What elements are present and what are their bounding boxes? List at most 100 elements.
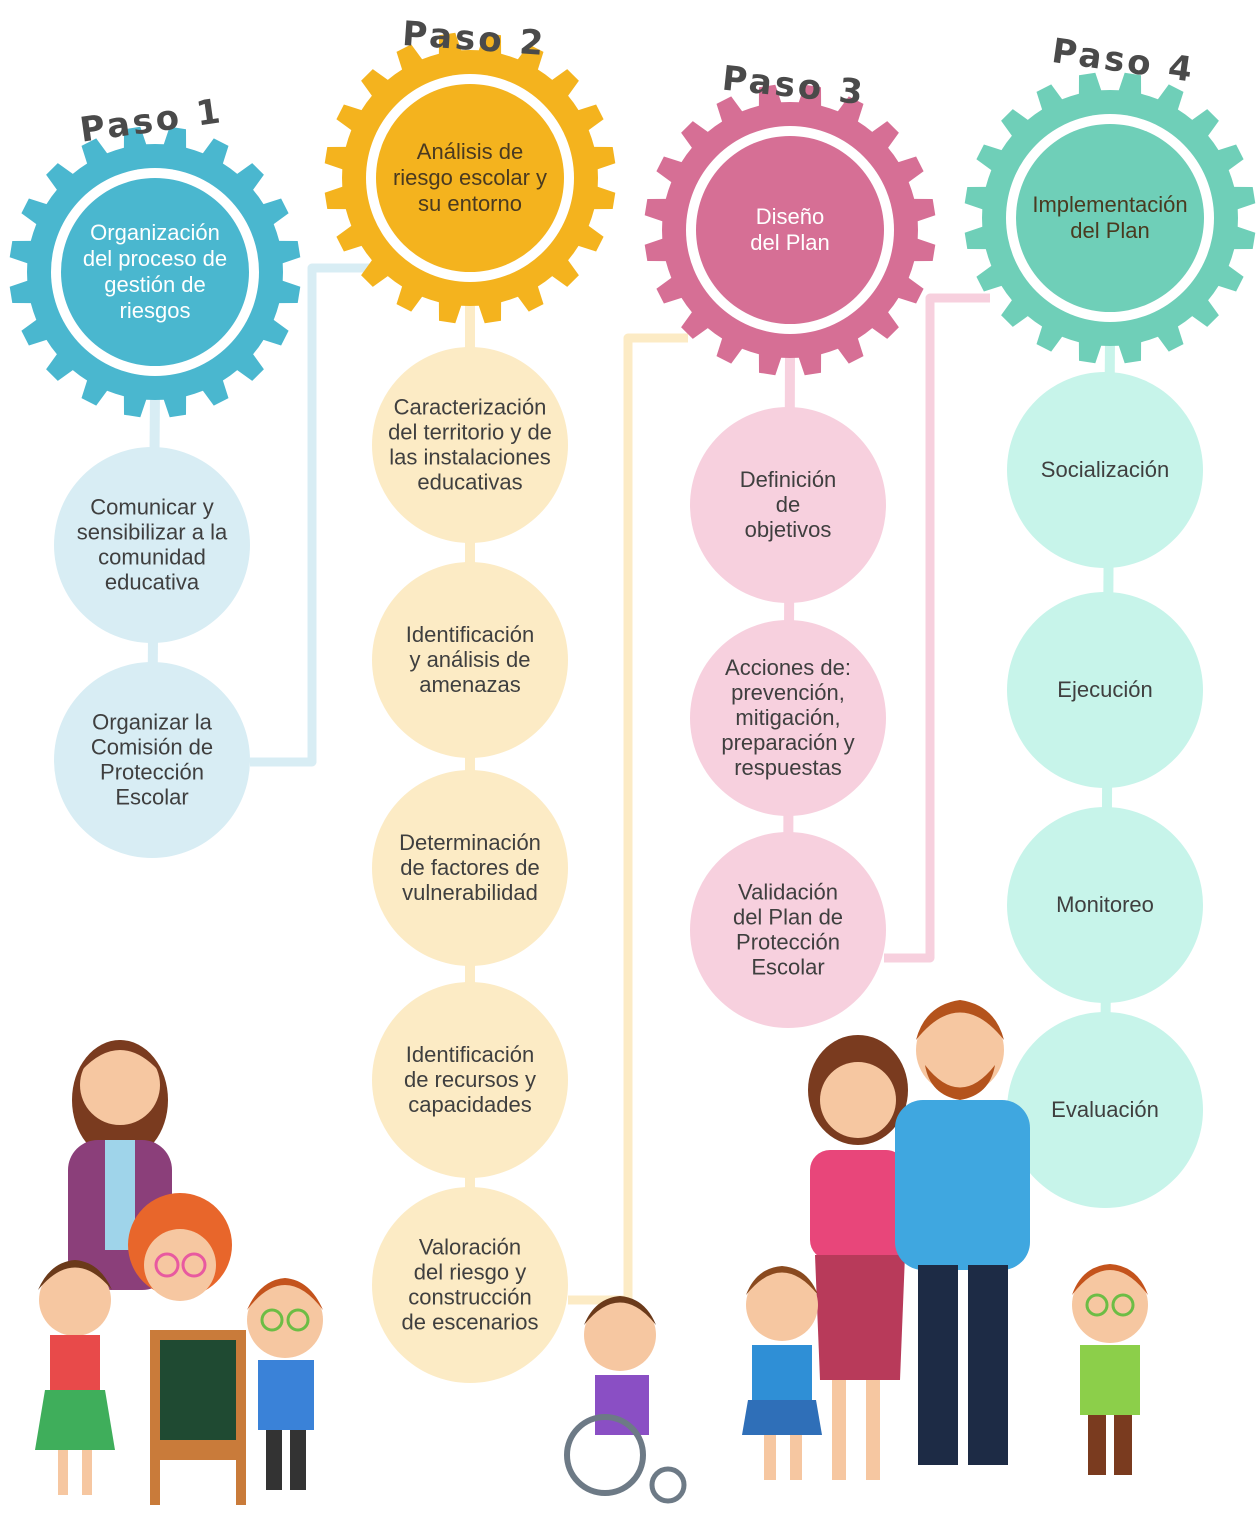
child-boy-glasses-illustration [247,1278,323,1490]
item-label-line: Organizar la [92,710,213,735]
item-label: Acciones de:prevención,mitigación,prepar… [721,655,854,780]
item-label-line: construcción [408,1285,532,1310]
item-label-line: Comunicar y [90,495,213,520]
item-circle [1007,592,1203,788]
gear-label-line: Organización [90,220,220,245]
item-label-line: capacidades [408,1092,532,1117]
gear-label-line: su entorno [418,191,522,216]
item-label-line: Escolar [115,785,188,810]
item-label: Monitoreo [1056,892,1154,917]
chalkboard-illustration [150,1330,246,1505]
item-label-line: vulnerabilidad [402,880,538,905]
item-circle [372,1187,568,1383]
item-circle [372,347,568,543]
item-label-line: prevención, [731,680,845,705]
mother-illustration [808,1035,908,1480]
item-label-line: objetivos [745,517,832,542]
item-label-line: del Plan de [733,905,843,930]
item-circle [690,620,886,816]
item-label-line: Socialización [1041,457,1169,482]
item-circle [54,447,250,643]
gear-label-line: Análisis de [417,139,523,164]
gear-label-line: del Plan [1070,218,1150,243]
item-label-line: preparación y [721,730,854,755]
item-label-line: y análisis de [409,647,530,672]
item-label-line: Monitoreo [1056,892,1154,917]
step-4-item-3: Monitoreo [1007,807,1203,1003]
gear-label-line: riesgos [120,298,191,323]
item-circle [1007,807,1203,1003]
child-girl-waving-illustration [742,1266,822,1480]
father-illustration [895,1000,1030,1465]
step-title: Paso 1 [77,91,225,151]
item-label-line: sensibilizar a la [77,520,228,545]
child-wheelchair-illustration [564,1296,687,1504]
item-label-line: Validación [738,880,838,905]
item-label-line: Acciones de: [725,655,851,680]
item-label-line: Determinación [399,830,541,855]
item-label: Socialización [1041,457,1169,482]
step-4-item-4: Evaluación [1007,1012,1203,1208]
gear-center [376,84,564,272]
gear-label-line: Implementación [1032,192,1187,217]
step-title: Paso 2 [401,14,547,64]
item-label-line: respuestas [734,755,842,780]
item-label-line: amenazas [419,672,521,697]
item-circle [690,832,886,1028]
step-connector-1 [250,263,378,767]
item-label-line: Evaluación [1051,1097,1159,1122]
illustrations [35,1000,1148,1505]
gear-label-line: riesgo escolar y [393,165,547,190]
item-label-line: educativa [105,570,200,595]
step-connector-2 [568,333,688,1305]
item-label-line: Definición [740,467,837,492]
item-label-line: Caracterización [394,395,547,420]
item-label-line: Ejecución [1057,677,1152,702]
item-label-line: de [776,492,800,517]
step-connector-3 [884,293,990,963]
item-circle [372,562,568,758]
gear-label-line: del proceso de [83,246,227,271]
gear-center [696,136,884,324]
step-4-item-2: Ejecución [1007,592,1203,788]
item-label-line: de recursos y [404,1067,536,1092]
gear-label-line: gestión de [104,272,206,297]
item-circle [1007,372,1203,568]
item-label: Ejecución [1057,677,1152,702]
item-label-line: Valoración [419,1235,521,1260]
item-circle [372,982,568,1178]
item-circle [690,407,886,603]
child-curly-hair-illustration [128,1193,232,1301]
item-label-line: de factores de [400,855,539,880]
item-label-line: del riesgo y [414,1260,527,1285]
item-label-line: de escenarios [402,1310,539,1335]
step-3-item-2: Acciones de:prevención,mitigación,prepar… [690,620,886,816]
gear-label-line: del Plan [750,230,830,255]
